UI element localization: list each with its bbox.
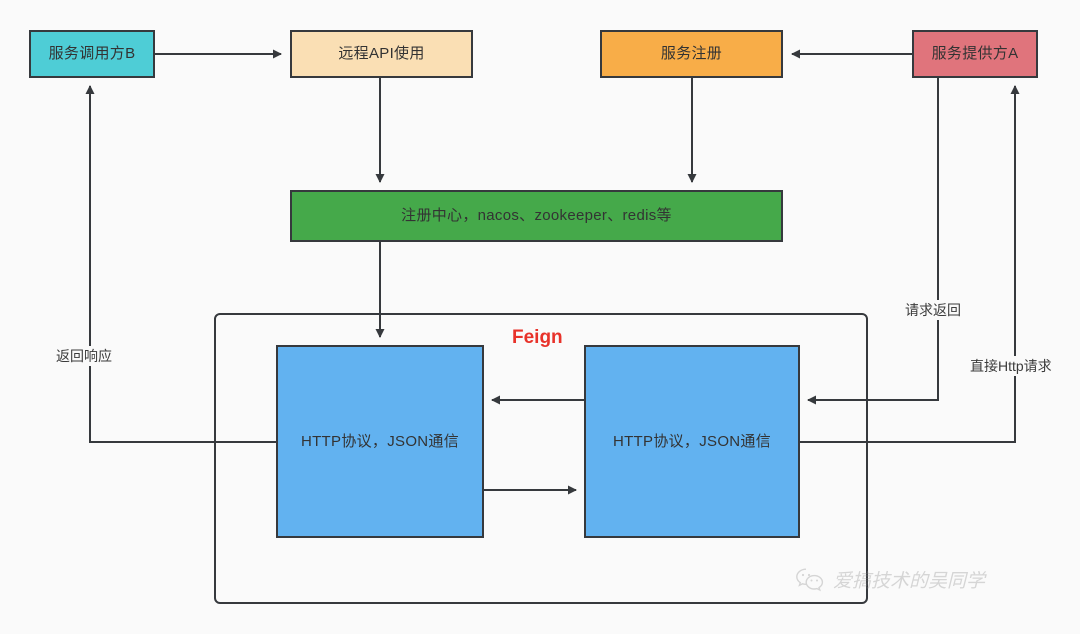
node-http-json-left[interactable]: HTTP协议，JSON通信 [276,345,484,538]
feign-group-box [214,313,868,604]
node-registry-center[interactable]: 注册中心，nacos、zookeeper、redis等 [290,190,783,242]
watermark: 爱搞技术的吴同学 [795,566,985,593]
edge-label-direct-http: 直接Http请求 [968,356,1054,376]
node-service-caller-b[interactable]: 服务调用方B [29,30,155,78]
edge-label-request-return: 请求返回 [903,300,963,320]
node-remote-api-usage[interactable]: 远程API使用 [290,30,473,78]
node-service-register[interactable]: 服务注册 [600,30,783,78]
feign-group-title: Feign [512,327,563,348]
node-service-provider-a[interactable]: 服务提供方A [912,30,1038,78]
edge-label-return-response: 返回响应 [54,346,114,366]
node-http-json-right[interactable]: HTTP协议，JSON通信 [584,345,800,538]
watermark-text: 爱搞技术的吴同学 [833,571,986,592]
wechat-icon [795,567,825,593]
